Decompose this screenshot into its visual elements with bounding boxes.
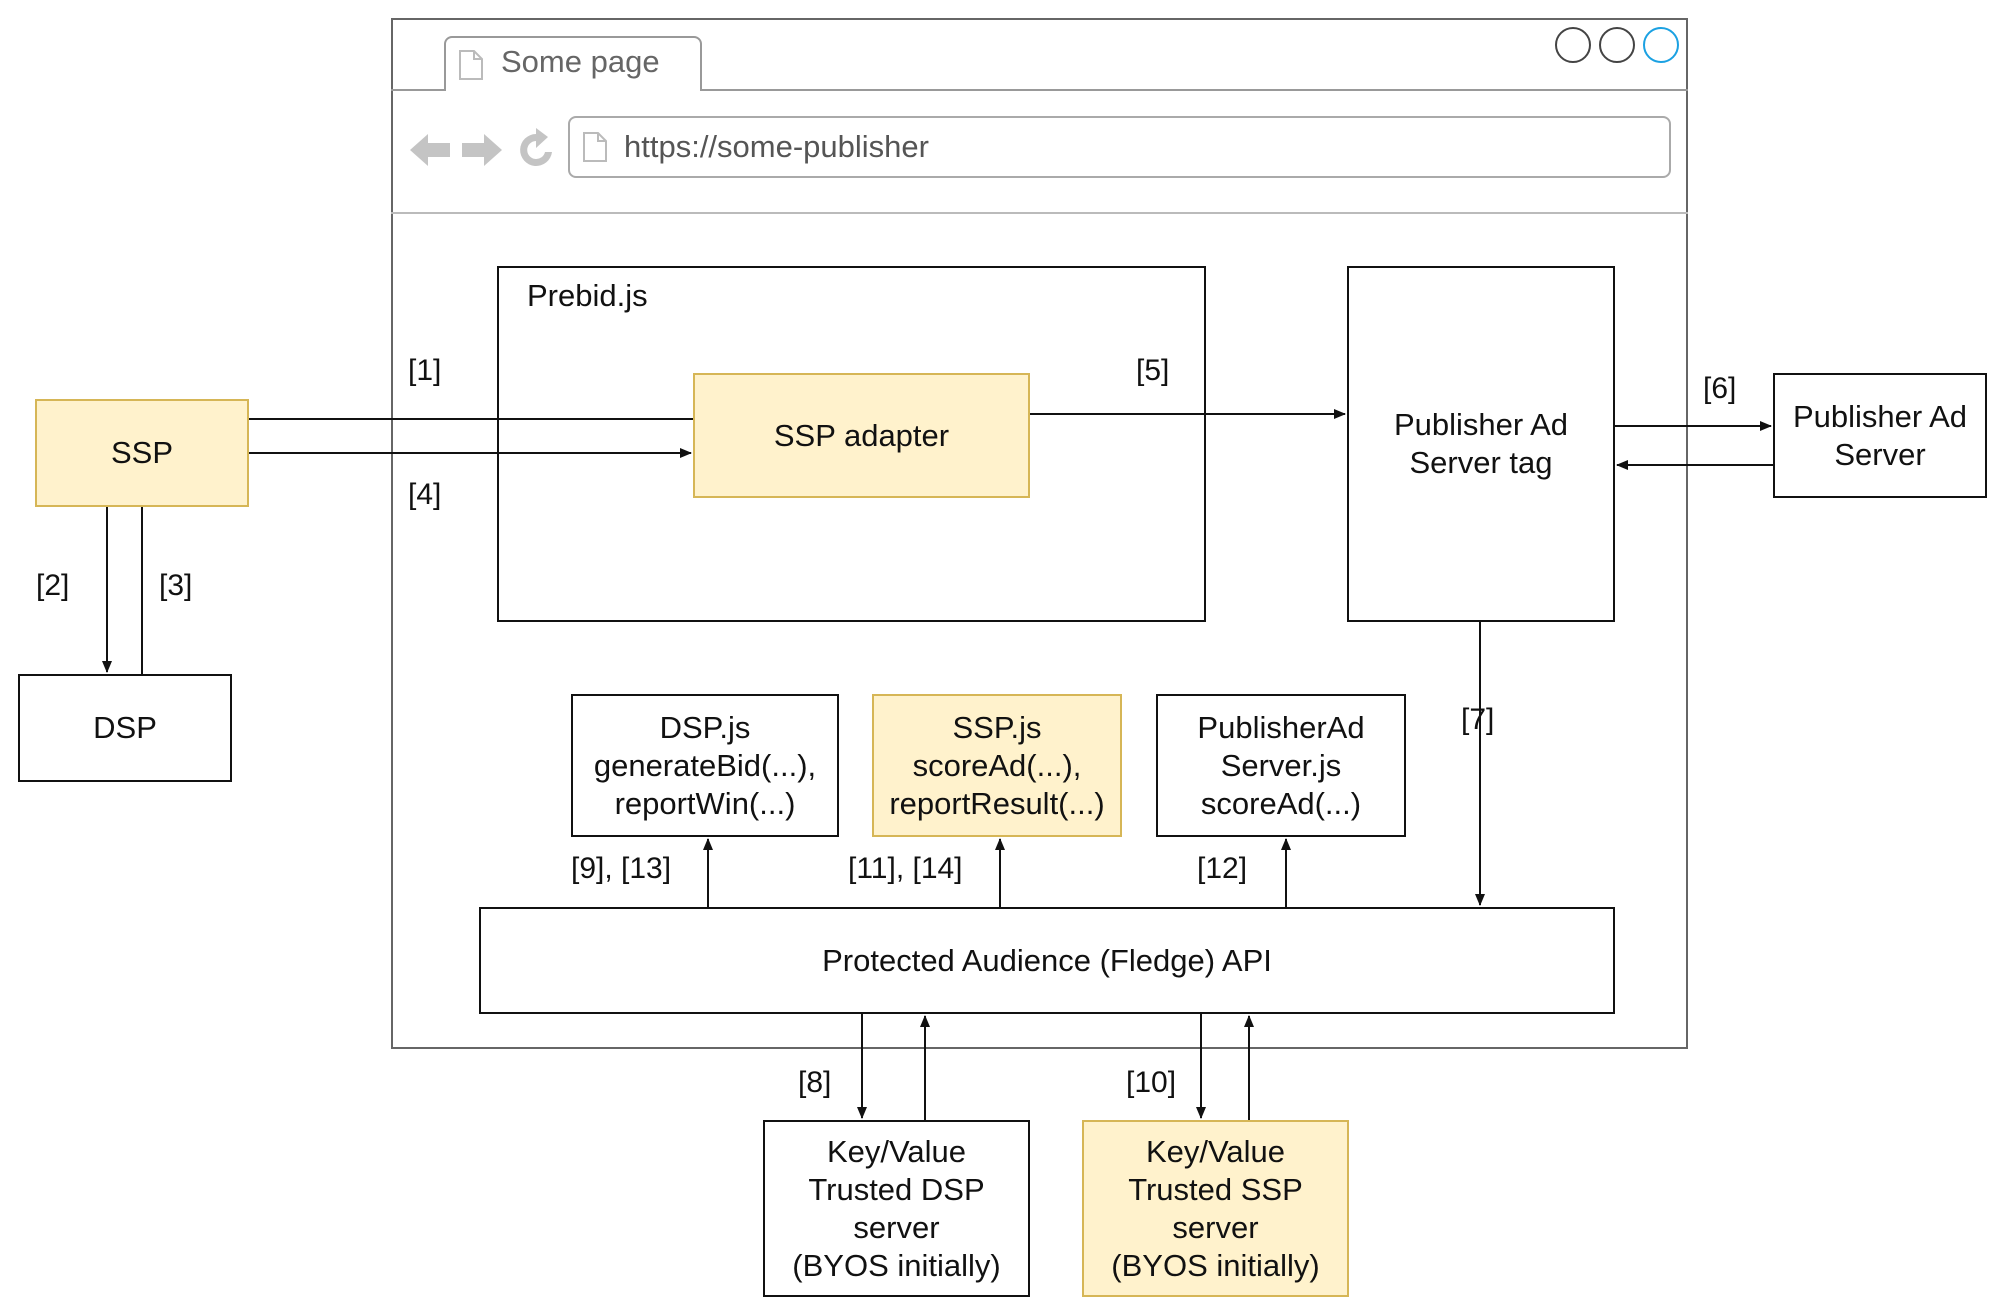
dsp-node: DSP [18, 674, 232, 782]
edge-label-7: [7] [1461, 703, 1495, 736]
edge-label-8: [8] [798, 1066, 832, 1099]
forward-arrow-icon[interactable] [460, 128, 504, 172]
kv-trusted-dsp-server-node: Key/Value Trusted DSP server (BYOS initi… [763, 1120, 1030, 1297]
fledge-api-node: Protected Audience (Fledge) API [479, 907, 1615, 1014]
page-icon [583, 132, 607, 162]
edge-label-11-14: [11], [14] [848, 852, 963, 885]
edge-label-1: [1] [408, 354, 442, 387]
edge-label-6: [6] [1703, 372, 1737, 405]
page-icon [459, 50, 483, 80]
reload-icon[interactable] [514, 128, 558, 172]
publisher-ad-server-js-node: PublisherAd Server.js scoreAd(...) [1156, 694, 1406, 837]
window-circle-icon[interactable] [1599, 27, 1635, 63]
address-bar[interactable]: https://some-publisher [568, 116, 1671, 178]
publisher-ad-server-node: Publisher Ad Server [1773, 373, 1987, 498]
ssp-adapter-node: SSP adapter [693, 373, 1030, 498]
edge-label-3: [3] [159, 569, 193, 602]
ssp-js-node: SSP.js scoreAd(...), reportResult(...) [872, 694, 1122, 837]
ssp-node: SSP [35, 399, 249, 507]
edge-label-2: [2] [36, 569, 70, 602]
tab-title: Some page [501, 44, 660, 79]
edge-label-12: [12] [1197, 852, 1248, 885]
kv-trusted-ssp-server-node: Key/Value Trusted SSP server (BYOS initi… [1082, 1120, 1349, 1297]
edge-label-4: [4] [408, 478, 442, 511]
url-text: https://some-publisher [624, 129, 929, 164]
edge-label-5: [5] [1136, 354, 1170, 387]
edge-label-9-13: [9], [13] [571, 852, 672, 885]
browser-tab[interactable]: Some page [444, 36, 702, 91]
back-arrow-icon[interactable] [408, 128, 452, 172]
dsp-js-node: DSP.js generateBid(...), reportWin(...) [571, 694, 839, 837]
edge-label-10: [10] [1126, 1066, 1177, 1099]
publisher-ad-server-tag-node: Publisher Ad Server tag [1347, 266, 1615, 622]
toolbar-divider [391, 212, 1688, 214]
window-circle-icon[interactable] [1555, 27, 1591, 63]
window-circle-icon[interactable] [1643, 27, 1679, 63]
tab-bar-divider [391, 89, 1688, 91]
prebid-js-label: Prebid.js [527, 278, 648, 313]
